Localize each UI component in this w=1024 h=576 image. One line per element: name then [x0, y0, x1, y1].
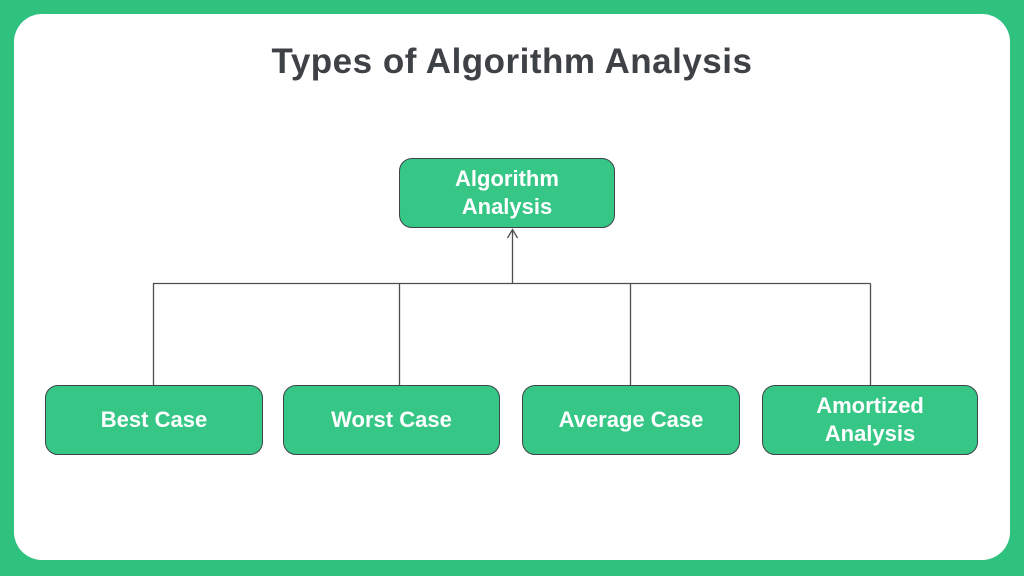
node-label: Average Case	[558, 407, 704, 433]
node-label: Amortized Analysis	[816, 393, 924, 446]
card	[14, 14, 1010, 560]
node-best-case: Best Case	[45, 385, 263, 455]
node-worst-case: Worst Case	[283, 385, 500, 455]
diagram-title: Types of Algorithm Analysis	[271, 42, 753, 81]
node-label: Best Case	[100, 407, 208, 433]
node-amortized-analysis: Amortized Analysis	[762, 385, 978, 455]
node-label: Algorithm Analysis	[455, 166, 559, 219]
node-algorithm-analysis: Algorithm Analysis	[399, 158, 615, 228]
node-average-case: Average Case	[522, 385, 740, 455]
node-label: Worst Case	[331, 407, 452, 433]
